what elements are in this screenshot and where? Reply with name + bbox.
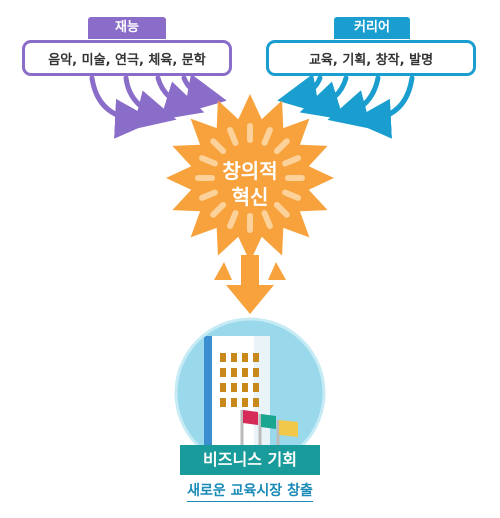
building-window <box>231 398 237 407</box>
burst-ray <box>282 189 301 201</box>
building-window <box>220 368 226 377</box>
burst-ray <box>210 201 227 218</box>
burst-ray <box>273 138 290 155</box>
building-window <box>253 353 259 362</box>
subtitle-text: 새로운 교육시장 창출 <box>187 483 313 502</box>
building-window <box>242 383 248 392</box>
down-arrow-small-left <box>214 262 232 280</box>
business-opportunity-subtitle: 새로운 교육시장 창출 <box>150 480 350 502</box>
burst-ray <box>261 210 273 229</box>
flag-icon <box>240 410 298 450</box>
building-window <box>231 368 237 377</box>
talent-items-box: 음악, 미술, 연극, 체육, 문학 <box>22 40 232 76</box>
burst-ray <box>227 127 239 146</box>
building-window <box>242 353 248 362</box>
left-arrows <box>89 73 227 139</box>
building-window <box>220 383 226 392</box>
down-arrow-main <box>226 285 274 314</box>
right-arrows <box>277 73 415 139</box>
arrow-right-2 <box>327 75 381 129</box>
building-window <box>253 398 259 407</box>
career-items-box: 교육, 기획, 창작, 발명 <box>266 40 476 76</box>
building-window <box>231 383 237 392</box>
burst-ray <box>199 155 218 167</box>
down-arrow-small-right <box>268 262 286 280</box>
building-icon <box>174 317 326 469</box>
building-window <box>242 368 248 377</box>
arrow-left-2 <box>123 75 177 130</box>
arrow-right-1 <box>351 75 415 139</box>
burst-ray <box>199 189 218 201</box>
burst-ray <box>273 201 290 218</box>
building-window <box>253 383 259 392</box>
building-window <box>220 353 226 362</box>
arrow-left-1 <box>89 75 155 139</box>
talent-tag: 재능 <box>88 17 166 39</box>
center-label-line1: 창의적 <box>222 159 278 183</box>
starburst-icon <box>166 94 334 314</box>
business-opportunity-banner: 비즈니스 기회 <box>180 445 320 475</box>
building-window <box>231 353 237 362</box>
burst-ray <box>210 138 227 155</box>
arrow-left-4 <box>181 73 227 114</box>
burst-ray <box>261 127 273 146</box>
center-label-line2: 혁신 <box>231 185 269 209</box>
center-label: 창의적 혁신 <box>190 158 310 210</box>
burst-ray <box>227 210 239 229</box>
burst-ray <box>282 155 301 167</box>
building-window <box>242 398 248 407</box>
arrow-right-4 <box>277 73 323 114</box>
building-window <box>253 368 259 377</box>
career-tag: 커리어 <box>334 17 410 39</box>
building-window <box>220 398 226 407</box>
